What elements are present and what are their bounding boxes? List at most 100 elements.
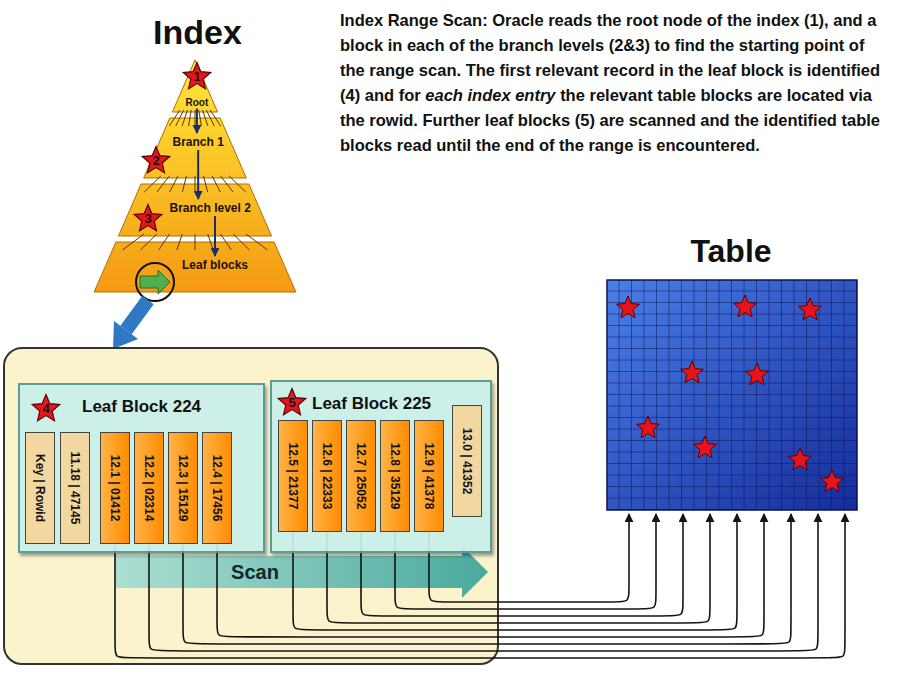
entry-text: 12.4 | 17456 [210,455,224,522]
entry-text: 12.8 | 35129 [388,443,402,510]
callout-star: 4 [31,393,61,423]
index-entry: 12.3 | 15129 [168,432,198,544]
index-entry: 11.18 | 47145 [60,432,90,544]
level-label: Leaf blocks [182,258,248,272]
fan-line [208,234,213,250]
leaf-block: Leaf Block 225 12.5 | 21377 12.6 | 22333 12… [270,380,492,553]
index-level: Leaf blocks [179,257,251,273]
index-entry: 12.9 | 41378 [414,420,444,532]
fan-line [233,234,249,250]
index-entry: 12.5 | 21377 [278,420,308,532]
row-star [637,416,660,438]
fan-line [157,176,169,192]
fan-line [246,234,268,250]
zoom-arrow-head [113,321,138,349]
fan-line [195,110,196,126]
row-star [799,298,822,320]
index-entry: 12.1 | 01412 [100,432,130,544]
fan-line [177,234,182,250]
fan-line [189,110,192,126]
zoom-arrow-shaft [126,300,148,330]
row-star [617,296,640,318]
entry-text: 12.1 | 01412 [108,455,122,522]
block-heading: Leaf Block 225 [312,394,490,414]
index-pyramid-art [94,60,296,292]
table-fill [607,280,857,510]
description: Index Range Scan: Oracle reads the root … [340,8,888,158]
descent-arrow [196,109,198,134]
entry-text: 12.3 | 15129 [176,455,190,522]
heading: Table [600,232,862,270]
fan-line [204,176,208,192]
callout-star: 3 [133,203,163,233]
description-text: the relevant table blocks are located vi… [340,86,880,154]
row-star [681,361,704,383]
entry-text: 12.2 | 02314 [142,455,156,522]
entry-text: Key | Rowid [33,454,47,522]
fan-line [210,110,221,126]
callout-number: 1 [182,61,212,92]
index-entry: 12.2 | 02314 [134,432,164,544]
fan-line [122,234,144,250]
entry-text: 11.18 | 47145 [68,452,82,525]
heading: Index [85,12,310,52]
index-entry: 12.4 | 17456 [202,432,232,544]
entry-text: 12.5 | 21377 [286,443,300,510]
block-heading: Leaf Block 224 [82,397,263,417]
leaf-arrow [140,270,170,294]
level-label: Root [186,97,209,108]
level-label: Branch level 2 [170,201,251,215]
callout-number: 2 [141,145,171,176]
fan-line [221,234,232,250]
index-entry: 12.8 | 35129 [380,420,410,532]
callout-number: 3 [133,203,163,234]
entry-text: 13.0 | 41352 [460,428,474,495]
fan-line [229,176,245,192]
table-grid-lines [607,280,857,510]
fan-line [199,110,202,126]
row-star [694,436,717,458]
fan-line [182,110,187,126]
index-level: Branch level 2 [167,200,254,216]
descent-arrow [214,216,216,256]
index-level: Branch 1 [170,134,227,150]
fan-line [206,110,214,126]
index-level: Root [183,96,212,109]
fan-line [182,176,186,192]
callout-star: 5 [277,387,307,417]
entry-text: 12.6 | 22333 [320,443,334,510]
row-star [821,470,844,492]
index-entry: 12.6 | 22333 [312,420,342,532]
scan-arrow [115,546,488,598]
focus-circle [136,263,174,301]
row-star [746,363,769,385]
callout-number: 4 [31,393,61,424]
fan-line [141,234,157,250]
index-pyramid: IndexRootBranch 1 Branch level 2 Leaf bloc… [85,12,310,297]
table-grid: Table [600,232,862,512]
fan-line [195,176,196,192]
fan-line [159,234,170,250]
tree-fan-lines [122,110,267,250]
fan-line [212,176,220,192]
level-label: Branch 1 [173,135,224,149]
scan-label: Scan [231,561,279,584]
description-text: each index entry [425,86,555,104]
index-entry: 13.0 | 41352 [452,405,482,517]
index-entry: 12.7 | 25052 [346,420,376,532]
row-star [734,295,757,317]
row-stars [617,295,844,492]
entry-text: 12.7 | 25052 [354,443,368,510]
root-band [172,60,217,112]
entry-text: 12.9 | 41378 [422,443,436,510]
row-star [789,448,812,470]
fan-line [170,176,178,192]
callout-number: 5 [277,387,307,418]
fan-line [169,110,180,126]
index-entry: Key | Rowid [25,432,55,544]
callout-star: 1 [182,61,212,91]
descent-arrow [197,150,199,199]
fan-line [195,234,196,250]
callout-star: 2 [141,145,171,175]
